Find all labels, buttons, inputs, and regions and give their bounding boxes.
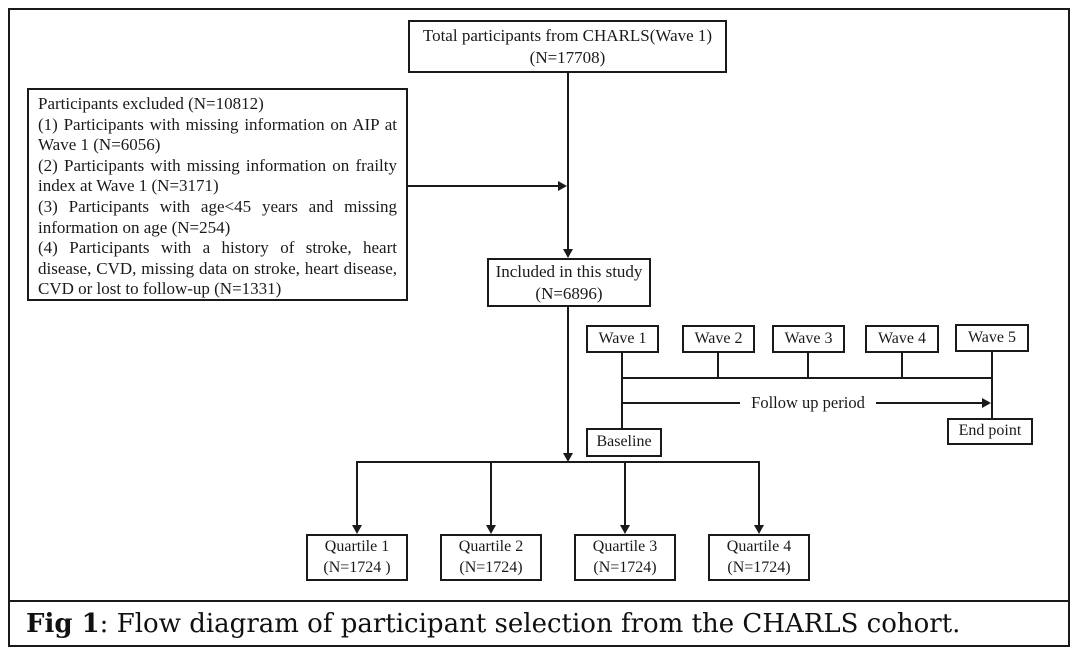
quartile-1-box: Quartile 1 (N=1724 ) bbox=[306, 534, 408, 581]
arrow-followup-end bbox=[982, 398, 991, 408]
figure-caption-text: : Flow diagram of participant selection … bbox=[99, 609, 961, 639]
arrow-excluded-branch bbox=[558, 181, 567, 191]
wave-4-box: Wave 4 bbox=[865, 325, 939, 353]
included-line1: Included in this study bbox=[495, 261, 643, 281]
baseline-label: Baseline bbox=[596, 433, 652, 451]
figure-caption-number: Fig 1 bbox=[26, 609, 100, 639]
quartile-3-count: (N=1724) bbox=[593, 558, 657, 576]
quartile-2-label: Quartile 2 bbox=[458, 538, 524, 556]
wave-5-label: Wave 5 bbox=[967, 328, 1017, 346]
line-top-to-included bbox=[567, 71, 569, 250]
endpoint-label: End point bbox=[958, 422, 1022, 440]
line-wave-connector bbox=[621, 377, 993, 379]
arrow-into-quartile3 bbox=[620, 525, 630, 534]
quartile-2-count: (N=1724) bbox=[459, 558, 523, 576]
line-wave4-stub bbox=[901, 351, 903, 379]
excluded-reason-1: (1) Participants with missing informatio… bbox=[38, 114, 397, 155]
excluded-reason-3: (3) Participants with age<45 years and m… bbox=[38, 196, 397, 237]
excluded-title: Participants excluded (N=10812) bbox=[38, 94, 264, 113]
quartile-4-count: (N=1724) bbox=[727, 558, 791, 576]
line-wave3-stub bbox=[807, 351, 809, 379]
arrow-into-quartile1 bbox=[352, 525, 362, 534]
wave-3-label: Wave 3 bbox=[784, 329, 833, 347]
line-included-to-branch bbox=[567, 305, 569, 454]
wave-1-box: Wave 1 bbox=[586, 325, 659, 353]
quartile-4-label: Quartile 4 bbox=[726, 538, 792, 556]
total-participants-box: Total participants from CHARLS(Wave 1) (… bbox=[408, 20, 727, 73]
quartile-2-box: Quartile 2 (N=1724) bbox=[440, 534, 542, 581]
line-quartile-branch bbox=[356, 461, 760, 463]
arrow-into-quartile2 bbox=[486, 525, 496, 534]
excluded-reason-2: (2) Participants with missing informatio… bbox=[38, 155, 397, 196]
total-participants-line1: Total participants from CHARLS(Wave 1) bbox=[422, 25, 713, 45]
line-drop-quartile3 bbox=[624, 461, 626, 525]
included-in-study-box: Included in this study (N=6896) bbox=[487, 258, 651, 307]
quartile-3-box: Quartile 3 (N=1724) bbox=[574, 534, 676, 581]
line-drop-quartile1 bbox=[356, 461, 358, 525]
figure-caption: Fig 1: Flow diagram of participant selec… bbox=[26, 606, 1046, 642]
wave-4-label: Wave 4 bbox=[877, 329, 927, 347]
quartile-4-box: Quartile 4 (N=1724) bbox=[708, 534, 810, 581]
endpoint-box: End point bbox=[947, 418, 1033, 445]
baseline-box: Baseline bbox=[586, 428, 662, 457]
line-drop-quartile2 bbox=[490, 461, 492, 525]
quartile-1-label: Quartile 1 bbox=[324, 538, 390, 556]
included-count: (N=6896) bbox=[535, 283, 603, 303]
line-wave1-to-baseline bbox=[621, 351, 623, 428]
line-followup-left bbox=[622, 402, 740, 404]
total-participants-count: (N=17708) bbox=[529, 47, 606, 67]
wave-2-label: Wave 2 bbox=[694, 329, 743, 347]
arrow-into-branch bbox=[563, 453, 573, 462]
wave-3-box: Wave 3 bbox=[772, 325, 845, 353]
followup-period-label: Follow up period bbox=[740, 393, 876, 413]
line-excluded-branch bbox=[407, 185, 559, 187]
wave-5-box: Wave 5 bbox=[955, 324, 1029, 352]
quartile-1-count: (N=1724 ) bbox=[323, 558, 391, 576]
arrow-into-quartile4 bbox=[754, 525, 764, 534]
participants-excluded-box: Participants excluded (N=10812) (1) Part… bbox=[27, 88, 408, 301]
wave-2-box: Wave 2 bbox=[682, 325, 755, 353]
line-drop-quartile4 bbox=[758, 461, 760, 525]
arrow-into-included bbox=[563, 249, 573, 258]
caption-divider bbox=[8, 600, 1070, 602]
line-wave2-stub bbox=[717, 351, 719, 379]
line-followup-right bbox=[876, 402, 982, 404]
wave-1-label: Wave 1 bbox=[598, 329, 647, 347]
excluded-reason-4: (4) Participants with a history of strok… bbox=[38, 238, 397, 299]
quartile-3-label: Quartile 3 bbox=[592, 538, 658, 556]
line-wave5-to-endpoint bbox=[991, 350, 993, 418]
